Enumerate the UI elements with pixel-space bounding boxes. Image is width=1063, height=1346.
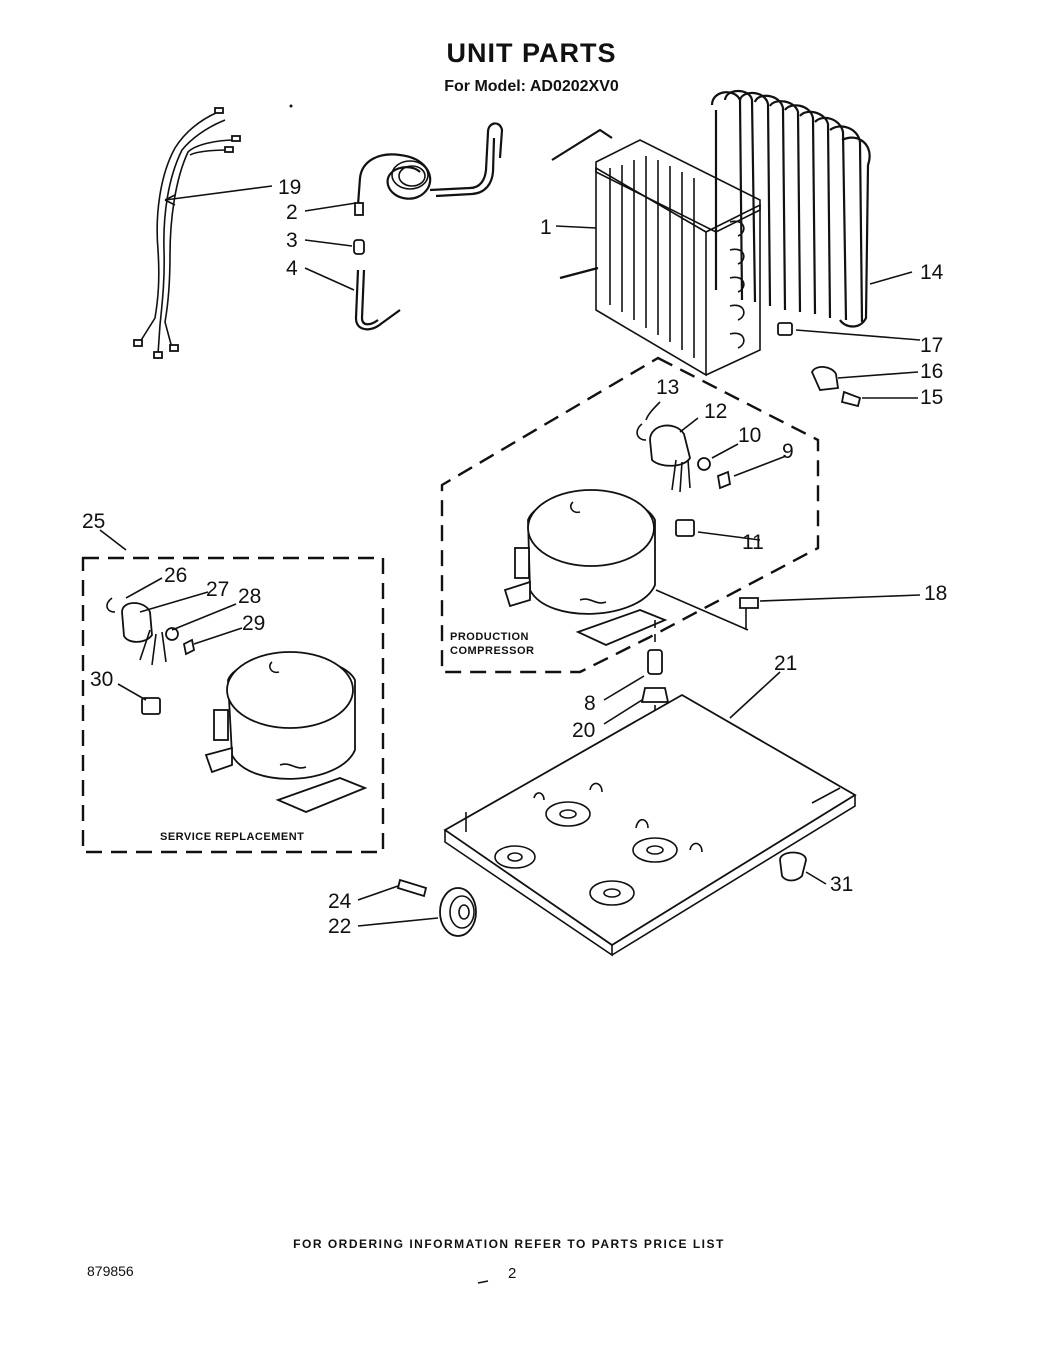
callout-16: 16 bbox=[920, 360, 943, 383]
document-number: 879856 bbox=[87, 1263, 134, 1279]
grommet-part bbox=[647, 649, 663, 675]
part-16 bbox=[811, 366, 840, 391]
callout-13: 13 bbox=[656, 376, 679, 399]
callout-8: 8 bbox=[584, 692, 596, 715]
callout-29: 29 bbox=[242, 612, 265, 635]
production-compressor-box bbox=[440, 356, 820, 674]
evaporator-coil-part bbox=[710, 89, 871, 328]
ordering-note: FOR ORDERING INFORMATION REFER TO PARTS … bbox=[293, 1237, 725, 1251]
callout-24: 24 bbox=[328, 890, 352, 913]
callout-28: 28 bbox=[238, 585, 261, 608]
service-compressor-part bbox=[204, 651, 368, 813]
callout-2: 2 bbox=[286, 201, 298, 224]
callout-18: 18 bbox=[924, 582, 947, 605]
callout-26: 26 bbox=[164, 564, 187, 587]
callout-1: 1 bbox=[540, 216, 552, 239]
callout-15: 15 bbox=[920, 386, 943, 409]
service-replacement-label: SERVICE REPLACEMENT bbox=[160, 831, 304, 843]
callout-11: 11 bbox=[742, 531, 764, 554]
page-title: UNIT PARTS bbox=[446, 38, 617, 68]
bolt-part bbox=[739, 597, 759, 630]
wheel-part bbox=[439, 887, 477, 937]
service-overload-parts bbox=[106, 597, 196, 715]
callout-3: 3 bbox=[286, 229, 298, 252]
page-number: 2 bbox=[508, 1265, 517, 1282]
callout-21: 21 bbox=[774, 652, 797, 675]
callout-20: 20 bbox=[572, 719, 595, 742]
service-replacement-box bbox=[81, 556, 385, 854]
callout-30: 30 bbox=[90, 668, 113, 691]
callout-27: 27 bbox=[206, 578, 229, 601]
callout-19: 19 bbox=[278, 176, 301, 199]
callout-22: 22 bbox=[328, 915, 351, 938]
model-subtitle: For Model: AD0202XV0 bbox=[444, 78, 619, 95]
leader-lines bbox=[99, 185, 921, 927]
callout-10: 10 bbox=[738, 424, 761, 447]
overload-protector-parts bbox=[636, 423, 732, 537]
callout-4: 4 bbox=[286, 257, 298, 280]
callout-12: 12 bbox=[704, 400, 727, 423]
base-plate-part bbox=[443, 693, 857, 957]
callout-31: 31 bbox=[830, 873, 853, 896]
production-label-line2: COMPRESSOR bbox=[450, 645, 534, 657]
callout-9: 9 bbox=[782, 440, 794, 463]
callout-25: 25 bbox=[82, 510, 105, 533]
axle-part bbox=[396, 878, 428, 898]
condenser-part bbox=[551, 128, 761, 377]
spacer-part bbox=[640, 687, 670, 703]
production-compressor-part bbox=[503, 489, 749, 646]
production-label-line1: PRODUCTION bbox=[450, 631, 529, 643]
wire-harness-part bbox=[133, 107, 241, 359]
foot-part bbox=[779, 851, 807, 882]
callout-17: 17 bbox=[920, 334, 943, 357]
capillary-tube-part bbox=[353, 122, 504, 331]
part-15 bbox=[840, 390, 862, 408]
part-17 bbox=[777, 322, 793, 336]
callout-14: 14 bbox=[920, 261, 944, 284]
